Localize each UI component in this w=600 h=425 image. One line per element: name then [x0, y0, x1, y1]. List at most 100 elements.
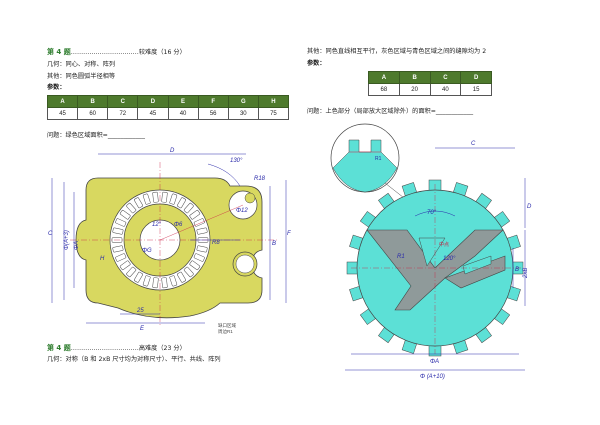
r-question: 问题：上色部分（局部放大区域除外）的面积=____________: [307, 108, 474, 115]
dim-h: H: [100, 256, 105, 262]
note-r1: 周边R1: [218, 328, 233, 335]
dim-r18: R18: [254, 176, 266, 182]
q1-value-f: 56: [197, 107, 229, 120]
q1-value-a: 45: [46, 107, 79, 120]
r-value-a: 68: [368, 83, 400, 96]
r-dim-2b: 2xB: [523, 268, 529, 279]
q1-header-f: F: [197, 95, 229, 108]
r-params-label: 参数：: [307, 60, 326, 67]
dim-phi-g: ΦG: [142, 248, 152, 254]
q1-value-c: 72: [107, 107, 139, 120]
q1-value-g: 30: [227, 107, 259, 120]
q1-header-d: D: [137, 95, 169, 108]
ring-slot: [183, 202, 194, 214]
r-value-b: 20: [398, 83, 431, 96]
ring-slot: [142, 193, 151, 205]
q1-header-g: G: [227, 95, 259, 108]
q1-header-b: B: [77, 95, 109, 108]
ring-slot: [169, 193, 178, 205]
ring-slot: [115, 253, 127, 262]
ring-slot: [134, 197, 143, 209]
ring-slot: [169, 275, 178, 287]
ring-slot: [161, 277, 168, 289]
dim-phi-6: Φ6: [174, 222, 183, 228]
ring-slot: [183, 266, 194, 278]
q1-value-e: 40: [167, 107, 199, 120]
r-dim-r1: R1: [397, 254, 405, 260]
dim-c: C: [48, 231, 53, 237]
dim-angle-130: 130°: [230, 158, 243, 164]
q2-dots: ……………………………: [70, 345, 139, 352]
ring-slot: [119, 260, 131, 271]
q1-header: 第 4 题……………………………较难度（16 分）: [47, 48, 186, 57]
q1-param-table: A B C D E F G H 45 60 72 45 40 56 30 75: [46, 95, 290, 120]
q1-header-c: C: [107, 95, 139, 108]
ring-slot: [177, 271, 186, 283]
q2-difficulty: 高难度（23 分）: [138, 345, 186, 352]
r-dim-angle-70: 70°: [427, 210, 437, 216]
r-header-c: C: [429, 71, 462, 84]
ring-slot: [152, 277, 159, 289]
hole-bottom-right-inner: [235, 254, 255, 274]
r-dim-phi-a: ΦA: [430, 359, 439, 365]
dim-b: B: [272, 241, 276, 247]
dim-e: E: [140, 326, 145, 332]
q1-param-value-row: 45 60 72 45 40 56 30 75: [46, 107, 290, 120]
r-header-b: B: [398, 71, 431, 84]
ring-slot: [152, 191, 159, 203]
dim-r8: R8: [212, 240, 220, 246]
r-param-table: A B C D 68 20 40 15: [368, 71, 492, 96]
dim-phi-a: ΦA: [74, 241, 80, 250]
q1-value-h: 75: [257, 107, 290, 120]
q1-difficulty: 较难度（16 分）: [138, 49, 186, 56]
r-header-d: D: [460, 71, 492, 84]
ring-slot: [142, 275, 151, 287]
r-dim-d: D: [527, 204, 532, 210]
q1-header-h: H: [257, 95, 290, 108]
q1-geometry: 几何：同心、对称、阵列: [47, 61, 116, 68]
ring-slot: [161, 191, 168, 203]
ring-slot: [189, 209, 201, 220]
q1-title: 第 4 题: [47, 48, 71, 56]
ring-slot: [193, 253, 205, 262]
ring-slot: [189, 260, 201, 271]
ring-slot: [196, 245, 208, 253]
q1-param-header-row: A B C D E F G H: [46, 95, 290, 108]
r-dim-b: B: [515, 267, 519, 273]
r-dim-c: C: [471, 141, 476, 147]
q1-other: 其他：同色圆弧半径相等: [47, 73, 116, 80]
q2-geometry: 几何：对称（B 和 2xB 尺寸均为对称尺寸）、平行、共线、阵列: [47, 356, 221, 363]
ring-slot: [134, 271, 143, 283]
cyan-insert: [418, 237, 446, 267]
q1-params-label: 参数：: [47, 84, 66, 91]
hole-top-right-small: [244, 192, 256, 204]
dim-phi-a3: Φ(A+3): [64, 230, 70, 250]
ring-slot: [119, 209, 131, 220]
ring-slot: [115, 218, 127, 227]
q1-header-e: E: [167, 95, 199, 108]
r-header-a: A: [368, 71, 400, 84]
q2-header: 第 4 题……………………………高难度（23 分）: [47, 344, 186, 353]
r-other: 其他：同色直线相互平行，灰色区域与青色区域之间的缝隙均为 2: [307, 48, 487, 55]
r-dim-angle-120: 120°: [443, 256, 456, 262]
note-notch: 缺口区域: [218, 322, 236, 329]
r-midpoint: 中点: [439, 241, 449, 248]
dim-d: D: [170, 148, 175, 154]
r-param-value-row: 68 20 40 15: [368, 83, 492, 96]
ring-slot: [112, 227, 124, 235]
r-dim-phi-a10: Φ (A+10): [420, 374, 445, 380]
q2-title: 第 4 题: [47, 344, 71, 352]
q1-question: 问题：绿色区域面积=____________: [47, 132, 145, 139]
r-value-c: 40: [429, 83, 462, 96]
r-drawing: R1 C ΦA Φ (A+10) B 2xB D 70° 120° R1 中点: [330, 123, 532, 380]
dim-f: F: [287, 231, 291, 237]
ring-slot: [126, 266, 137, 278]
ring-slot: [177, 197, 186, 209]
q1-value-b: 60: [77, 107, 109, 120]
q1-header-a: A: [46, 95, 79, 108]
ring-slot: [126, 202, 137, 214]
cyan-insert-2: [462, 255, 492, 275]
dim-phi-12: Φ12: [236, 208, 248, 214]
ring-slot: [112, 245, 124, 253]
q1-dots: ……………………………: [70, 49, 139, 56]
